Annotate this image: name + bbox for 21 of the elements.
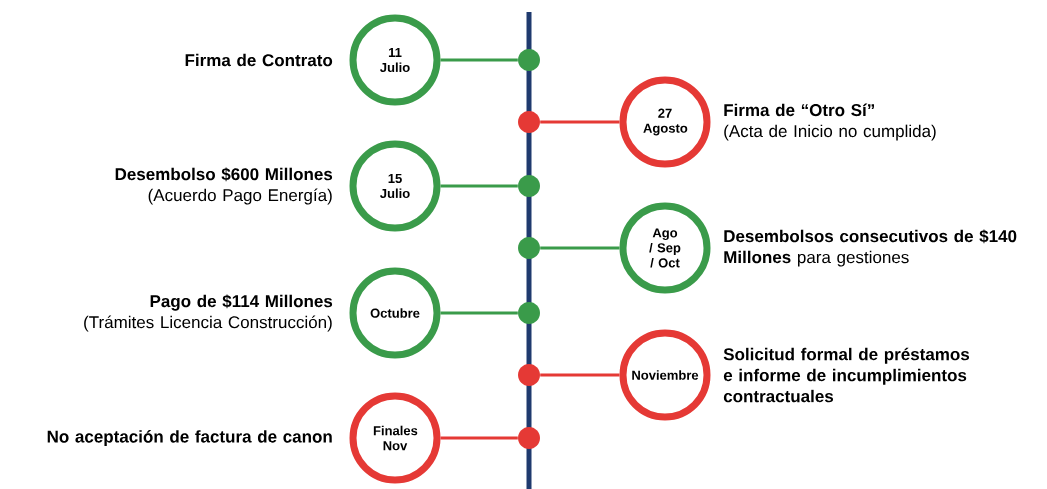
- event-description: Desembolsos consecutivos de $140 Millones para gestiones: [724, 229, 1017, 267]
- timeline-dot: [518, 111, 540, 133]
- event-description: Solicitud formal de préstamos e informe de incumplimientos contractuales: [723, 347, 970, 403]
- connector-line: [440, 311, 518, 315]
- timeline-dot: [518, 427, 540, 449]
- event-description: Desembolso $600 Millones (Acuerdo Pago Energía): [115, 167, 333, 205]
- timeline-dot: [518, 175, 540, 197]
- event-description: Pago de $114 Millones (Trámites Licencia Construcción): [84, 294, 333, 332]
- timeline-dot: [518, 237, 540, 259]
- event-description: Firma de Contrato: [185, 53, 333, 67]
- connector-line: [540, 373, 620, 377]
- connector-line: [540, 246, 620, 250]
- connector-line: [440, 184, 518, 188]
- event-description: No aceptación de factura de canon: [47, 430, 332, 446]
- connector-line: [440, 436, 518, 440]
- event-description: Firma de “Otro Sí” (Acta de Inicio no cumplida): [724, 103, 936, 141]
- timeline-dot: [518, 364, 540, 386]
- connector-line: [540, 120, 620, 124]
- timeline-dot: [518, 49, 540, 71]
- connector-line: [440, 58, 518, 62]
- timeline-dot: [518, 302, 540, 324]
